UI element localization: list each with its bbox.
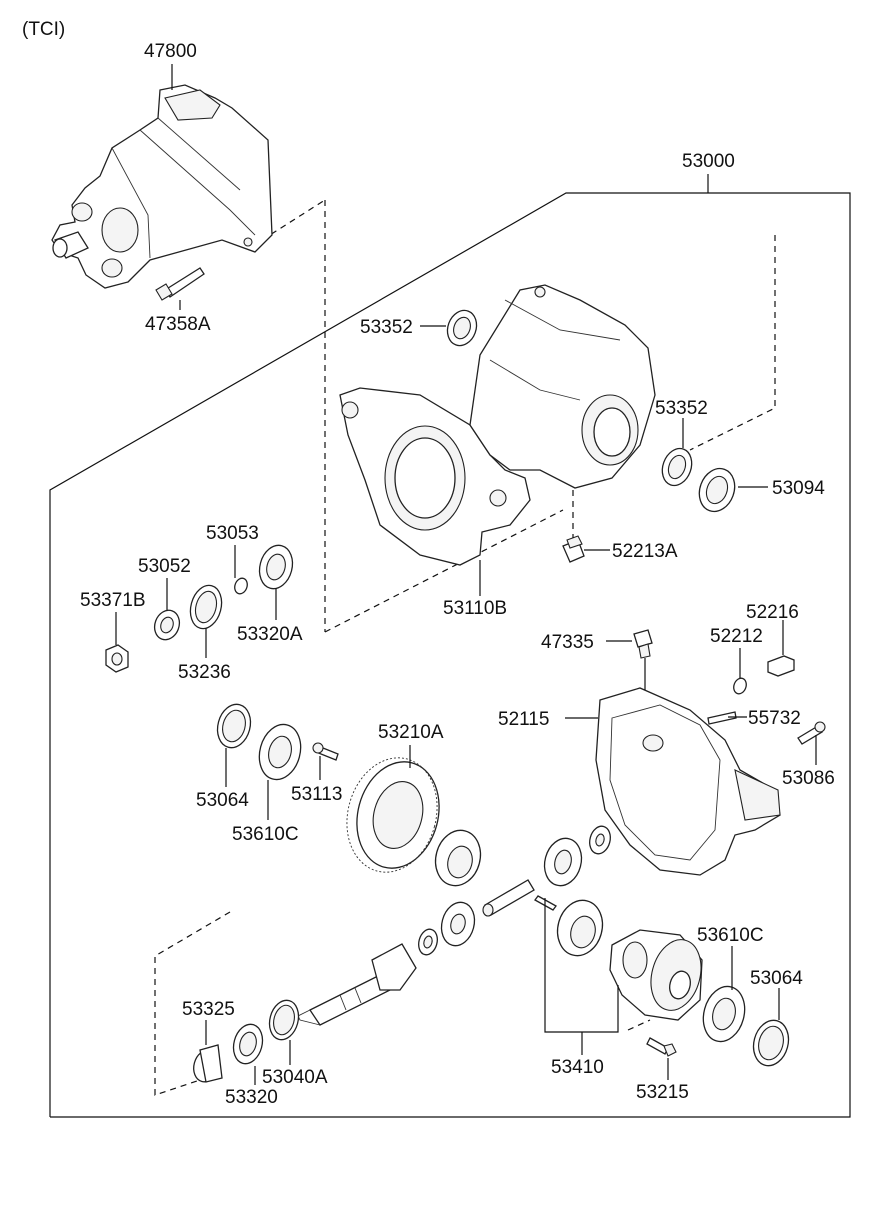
carrier-housing-53110B xyxy=(339,284,656,566)
bolt-53113 xyxy=(312,742,339,761)
bearing-53320 xyxy=(232,1023,264,1065)
oring-53053 xyxy=(234,577,248,595)
shim-53040A xyxy=(268,999,300,1041)
pinion-shaft xyxy=(482,879,535,917)
seal-53236 xyxy=(189,584,223,630)
label-47358A: 47358A xyxy=(145,314,211,335)
label-53040A: 53040A xyxy=(262,1067,328,1088)
ring-gear-53210A xyxy=(346,757,440,873)
label-53064-left: 53064 xyxy=(196,790,249,811)
seal-53352-top xyxy=(446,309,478,347)
label-53215: 53215 xyxy=(636,1082,689,1103)
pinion-dash-box xyxy=(154,911,231,1096)
seal-53352-right xyxy=(661,447,693,487)
drive-pinion xyxy=(297,943,417,1026)
seal-53064-right xyxy=(752,1019,790,1067)
label-53052: 53052 xyxy=(138,556,191,577)
washer-52212 xyxy=(733,677,747,695)
bearing-cup-53094 xyxy=(698,467,736,513)
label-47335: 47335 xyxy=(541,632,594,653)
label-53352-top: 53352 xyxy=(360,317,413,338)
label-53053: 53053 xyxy=(206,523,259,544)
label-53410: 53410 xyxy=(551,1057,604,1078)
bolt-53086 xyxy=(797,721,826,745)
label-55732: 55732 xyxy=(748,708,801,729)
carrier-dash-box xyxy=(689,235,776,451)
label-53371B: 53371B xyxy=(80,590,146,611)
bolt-47358A xyxy=(155,267,205,301)
breather-47335 xyxy=(633,629,653,659)
washer-53052 xyxy=(153,609,181,641)
diff-gear-1 xyxy=(434,829,482,887)
plug-52213A xyxy=(562,535,585,563)
variant-label: (TCI) xyxy=(22,19,65,40)
label-53210A: 53210A xyxy=(378,722,444,743)
leader-53410 xyxy=(544,898,619,1055)
label-53094: 53094 xyxy=(772,478,825,499)
dash-53215 xyxy=(627,1019,651,1031)
plug-52216 xyxy=(767,655,795,677)
pin-55732 xyxy=(707,711,737,725)
assembly-frame xyxy=(49,174,851,1118)
thrust-washer-2 xyxy=(418,928,438,956)
diff-case xyxy=(609,929,703,1021)
diff-gear-3 xyxy=(440,901,476,947)
bearing-53610C-right xyxy=(702,985,746,1043)
label-53320: 53320 xyxy=(225,1087,278,1108)
label-53610C-left: 53610C xyxy=(232,824,299,845)
label-53352-right: 53352 xyxy=(655,398,708,419)
seal-53064-left xyxy=(216,703,252,749)
label-52213A: 52213A xyxy=(612,541,678,562)
label-53610C-right: 53610C xyxy=(697,925,764,946)
label-53236: 53236 xyxy=(178,662,231,683)
bolt-53215 xyxy=(646,1037,677,1057)
label-52212: 52212 xyxy=(710,626,763,647)
thrust-washer-1 xyxy=(589,825,611,855)
rear-cover-52115 xyxy=(595,687,781,876)
bearing-53610C-left xyxy=(258,723,302,781)
diff-gear-2 xyxy=(543,837,583,887)
label-53110B: 53110B xyxy=(443,598,507,619)
diff-gear-4 xyxy=(556,899,604,957)
label-53064-right: 53064 xyxy=(750,968,803,989)
label-53320A: 53320A xyxy=(237,624,303,645)
label-53325: 53325 xyxy=(182,999,235,1020)
label-52115: 52115 xyxy=(498,709,549,730)
transfer-case-47800 xyxy=(51,84,273,289)
label-53000: 53000 xyxy=(682,151,735,172)
nut-53371B xyxy=(105,644,129,673)
label-53113: 53113 xyxy=(291,784,342,805)
spacer-53325 xyxy=(193,1044,223,1083)
label-53086: 53086 xyxy=(782,768,835,789)
label-52216: 52216 xyxy=(746,602,799,623)
label-47800: 47800 xyxy=(144,41,197,62)
bearing-53320A xyxy=(258,544,294,590)
